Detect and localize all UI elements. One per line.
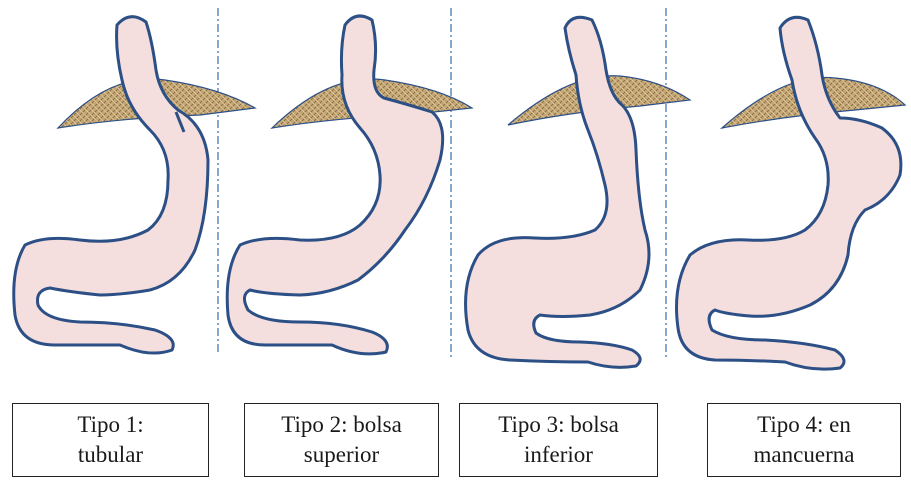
stomach-3 [466,17,649,367]
stomach-type-1 [14,17,255,353]
label-type-2: Tipo 2: bolsa superior [281,410,402,470]
stomach-type-2 [227,16,472,354]
label-box-type-3: Tipo 3: bolsa inferior [459,403,658,477]
stomach-type-4 [677,17,906,369]
stomach-4 [677,17,901,369]
stomach-illustrations [0,0,911,395]
label-box-type-2: Tipo 2: bolsa superior [244,403,439,477]
stomach-1 [14,17,208,353]
label-type-1: Tipo 1: tubular [77,410,143,470]
label-type-4: Tipo 4: en mancuerna [754,410,855,470]
stomach-type-3 [466,17,690,367]
label-box-type-1: Tipo 1: tubular [12,403,209,477]
stomach-2 [227,16,442,354]
label-box-type-4: Tipo 4: en mancuerna [707,403,901,477]
label-type-3: Tipo 3: bolsa inferior [498,410,619,470]
